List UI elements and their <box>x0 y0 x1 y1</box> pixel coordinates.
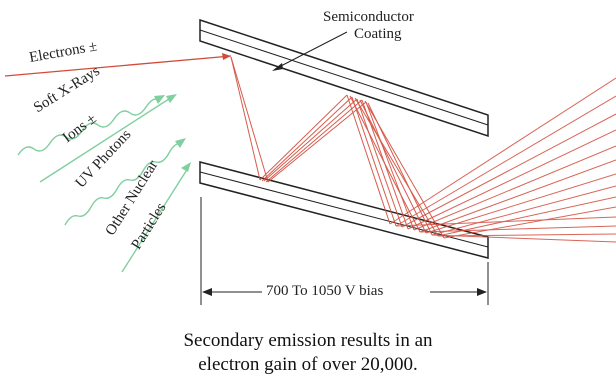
other-particles-arrow <box>121 162 191 273</box>
electron-cascade <box>230 56 445 239</box>
uv-photon-wave <box>64 138 186 226</box>
top-plate <box>199 18 489 138</box>
soft-xray-wave <box>17 95 165 156</box>
bias-label: 700 To 1050 V bias <box>266 283 384 299</box>
coating-label: Coating <box>354 26 402 42</box>
caption-line-1: Secondary emission results in an <box>183 330 433 351</box>
coating-pointer-line <box>276 31 348 69</box>
coating-pointer-arrowhead <box>272 63 283 71</box>
caption-line-2: electron gain of over 20,000. <box>198 354 418 375</box>
bottom-plate <box>199 161 489 259</box>
electron-beam-input <box>4 53 232 77</box>
semiconductor-label: Semiconductor <box>323 9 414 25</box>
ions-arrow <box>39 94 177 183</box>
bias-dimension <box>200 197 489 305</box>
electron-output-fan <box>389 77 616 243</box>
